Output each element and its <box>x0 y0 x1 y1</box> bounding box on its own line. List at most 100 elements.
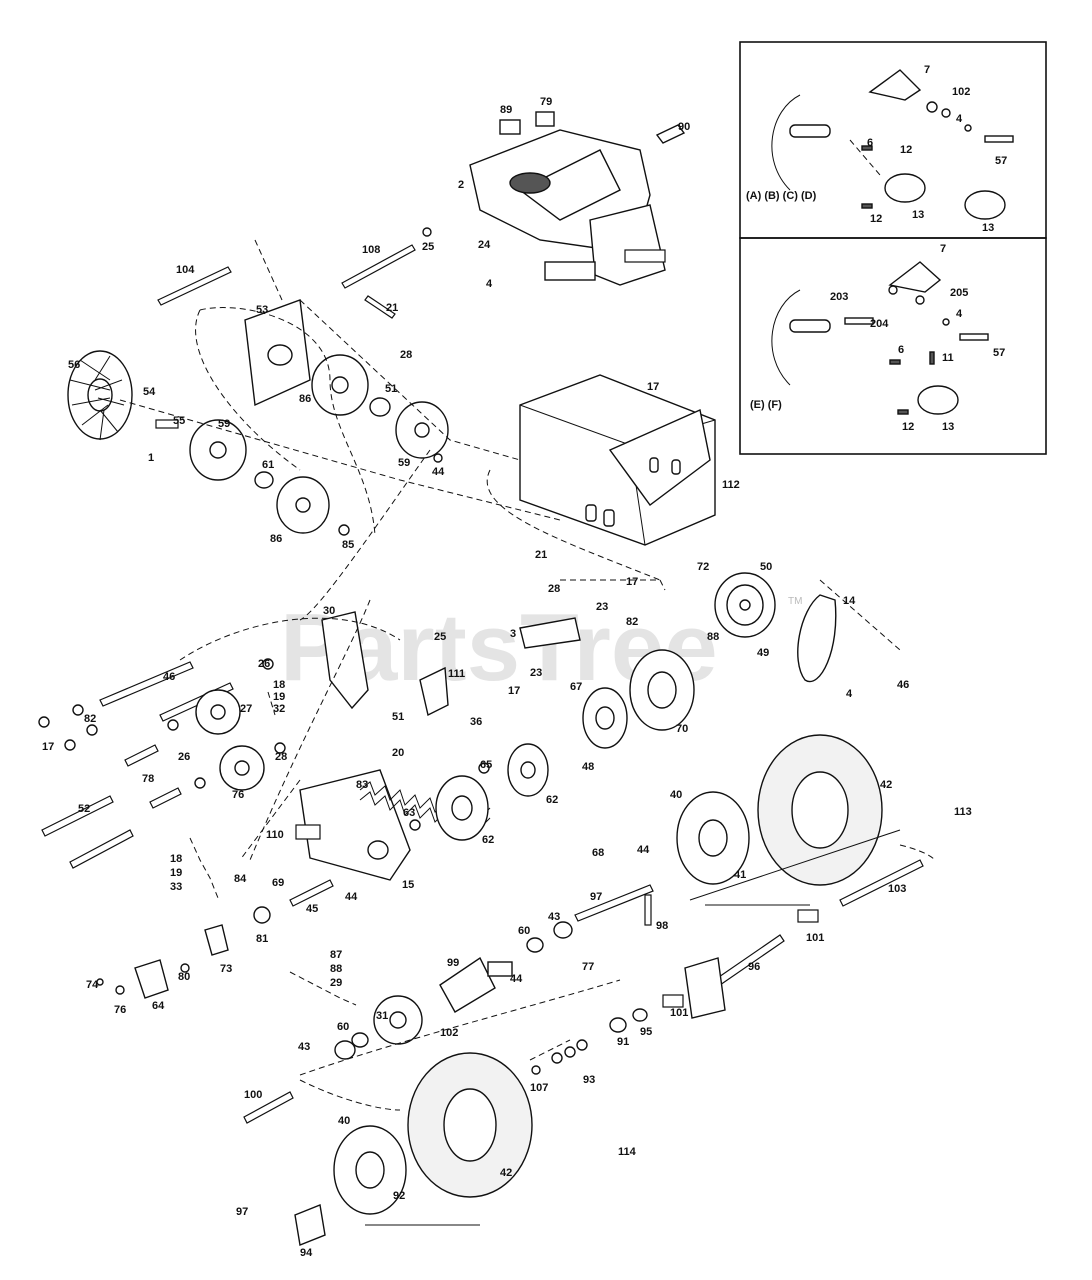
callout-label: 6 <box>867 137 873 149</box>
callout-label: 54 <box>143 386 156 398</box>
callout-label: 51 <box>385 383 397 395</box>
inset-model-label: (E) (F) <box>750 399 782 411</box>
callout-label: 44 <box>510 973 523 985</box>
callout-label: 104 <box>176 264 195 276</box>
callout-label: 42 <box>500 1167 512 1179</box>
callout-label: 4 <box>846 688 853 700</box>
inset-model-label: (A) (B) (C) (D) <box>746 190 817 202</box>
plates-and-discs <box>155 227 449 536</box>
callout-label: 29 <box>330 977 342 989</box>
callout-label: 32 <box>273 703 285 715</box>
callout-label: 60 <box>337 1021 349 1033</box>
callout-label: 94 <box>300 1247 313 1259</box>
drive-chains <box>189 691 357 1006</box>
callout-label: 60 <box>518 925 530 937</box>
callout-label: 13 <box>982 222 994 234</box>
callout-label: 2 <box>458 179 464 191</box>
inset-panel-abcd <box>739 41 1047 239</box>
callout-label: 92 <box>393 1190 405 1202</box>
drive-pulleys <box>409 572 837 841</box>
callout-label: 95 <box>640 1026 652 1038</box>
callout-label: 3 <box>510 628 516 640</box>
callout-label: 17 <box>647 381 659 393</box>
callout-label: 83 <box>356 779 368 791</box>
callout-label: 86 <box>299 393 311 405</box>
callout-label: 23 <box>596 601 608 613</box>
transmission-gear <box>96 909 819 1075</box>
callout-label: 89 <box>500 104 512 116</box>
callout-label: 18 <box>273 679 285 691</box>
callout-label: 26 <box>258 658 270 670</box>
callout-label: 26 <box>178 751 190 763</box>
callout-label: 53 <box>256 304 268 316</box>
callout-label: 93 <box>583 1074 595 1086</box>
callout-label: 40 <box>338 1115 350 1127</box>
callout-label: 84 <box>234 873 247 885</box>
callout-label: 17 <box>626 576 638 588</box>
callout-label: 96 <box>748 961 760 973</box>
callout-label: 4 <box>956 308 963 320</box>
callout-label: 17 <box>508 685 520 697</box>
assembly-dashed-lines <box>119 239 936 1111</box>
callout-label: 77 <box>582 961 594 973</box>
callout-label: 19 <box>170 867 182 879</box>
callout-label: 97 <box>236 1206 248 1218</box>
sprockets <box>38 658 423 1045</box>
callout-label: 78 <box>142 773 154 785</box>
callout-label: 52 <box>78 803 90 815</box>
engine-assembly <box>469 111 686 286</box>
callout-label: 103 <box>888 883 906 895</box>
callout-label: 49 <box>757 647 769 659</box>
brackets <box>295 611 726 1019</box>
callout-label: 13 <box>912 209 924 221</box>
callout-label: 21 <box>386 302 398 314</box>
callout-label: 82 <box>626 616 638 628</box>
callout-label: 55 <box>173 415 185 427</box>
callout-label: 28 <box>400 349 412 361</box>
callout-label: 7 <box>940 243 946 255</box>
callout-label: 13 <box>942 421 954 433</box>
callout-label: 1 <box>148 452 154 464</box>
callout-label: 31 <box>376 1010 388 1022</box>
callout-label: 79 <box>540 96 552 108</box>
callout-label: 76 <box>232 789 244 801</box>
callout-label: 12 <box>902 421 914 433</box>
callout-label: 111 <box>448 668 465 680</box>
callout-label: 61 <box>262 459 274 471</box>
callout-label: 43 <box>548 911 560 923</box>
callout-label: 68 <box>592 847 604 859</box>
callout-label: 99 <box>447 957 459 969</box>
callout-label: 62 <box>546 794 558 806</box>
callout-label: 14 <box>843 595 856 607</box>
callout-label: 23 <box>530 667 542 679</box>
callout-label: 18 <box>170 853 182 865</box>
callout-label: 44 <box>345 891 358 903</box>
callout-label: 59 <box>218 418 230 430</box>
callout-label: 36 <box>470 716 482 728</box>
callout-label: 4 <box>486 278 493 290</box>
callout-label: 81 <box>256 933 268 945</box>
callout-label: 57 <box>993 347 1005 359</box>
callout-label: 102 <box>440 1027 458 1039</box>
callout-label: 80 <box>178 971 190 983</box>
callout-label: 204 <box>870 318 889 330</box>
callout-label: 72 <box>697 561 709 573</box>
callout-label: 101 <box>806 932 824 944</box>
callout-label: 51 <box>392 711 404 723</box>
callout-label: 41 <box>734 869 746 881</box>
callout-label: 25 <box>434 631 446 643</box>
callout-label: 42 <box>880 779 892 791</box>
callout-label: 88 <box>330 963 342 975</box>
callout-label: 44 <box>637 844 650 856</box>
callout-label: 88 <box>707 631 719 643</box>
callout-label: 40 <box>670 789 682 801</box>
callout-label: 86 <box>270 533 282 545</box>
callout-label: 59 <box>398 457 410 469</box>
callout-label: 28 <box>275 751 287 763</box>
part-callouts: 89 79 90 2 24 4 108 25 104 53 21 28 56 5… <box>42 64 1007 1259</box>
callout-label: 73 <box>220 963 232 975</box>
callout-label: 102 <box>952 86 970 98</box>
callout-label: 46 <box>897 679 909 691</box>
callout-label: 63 <box>403 807 415 819</box>
impeller-fan <box>67 350 133 441</box>
